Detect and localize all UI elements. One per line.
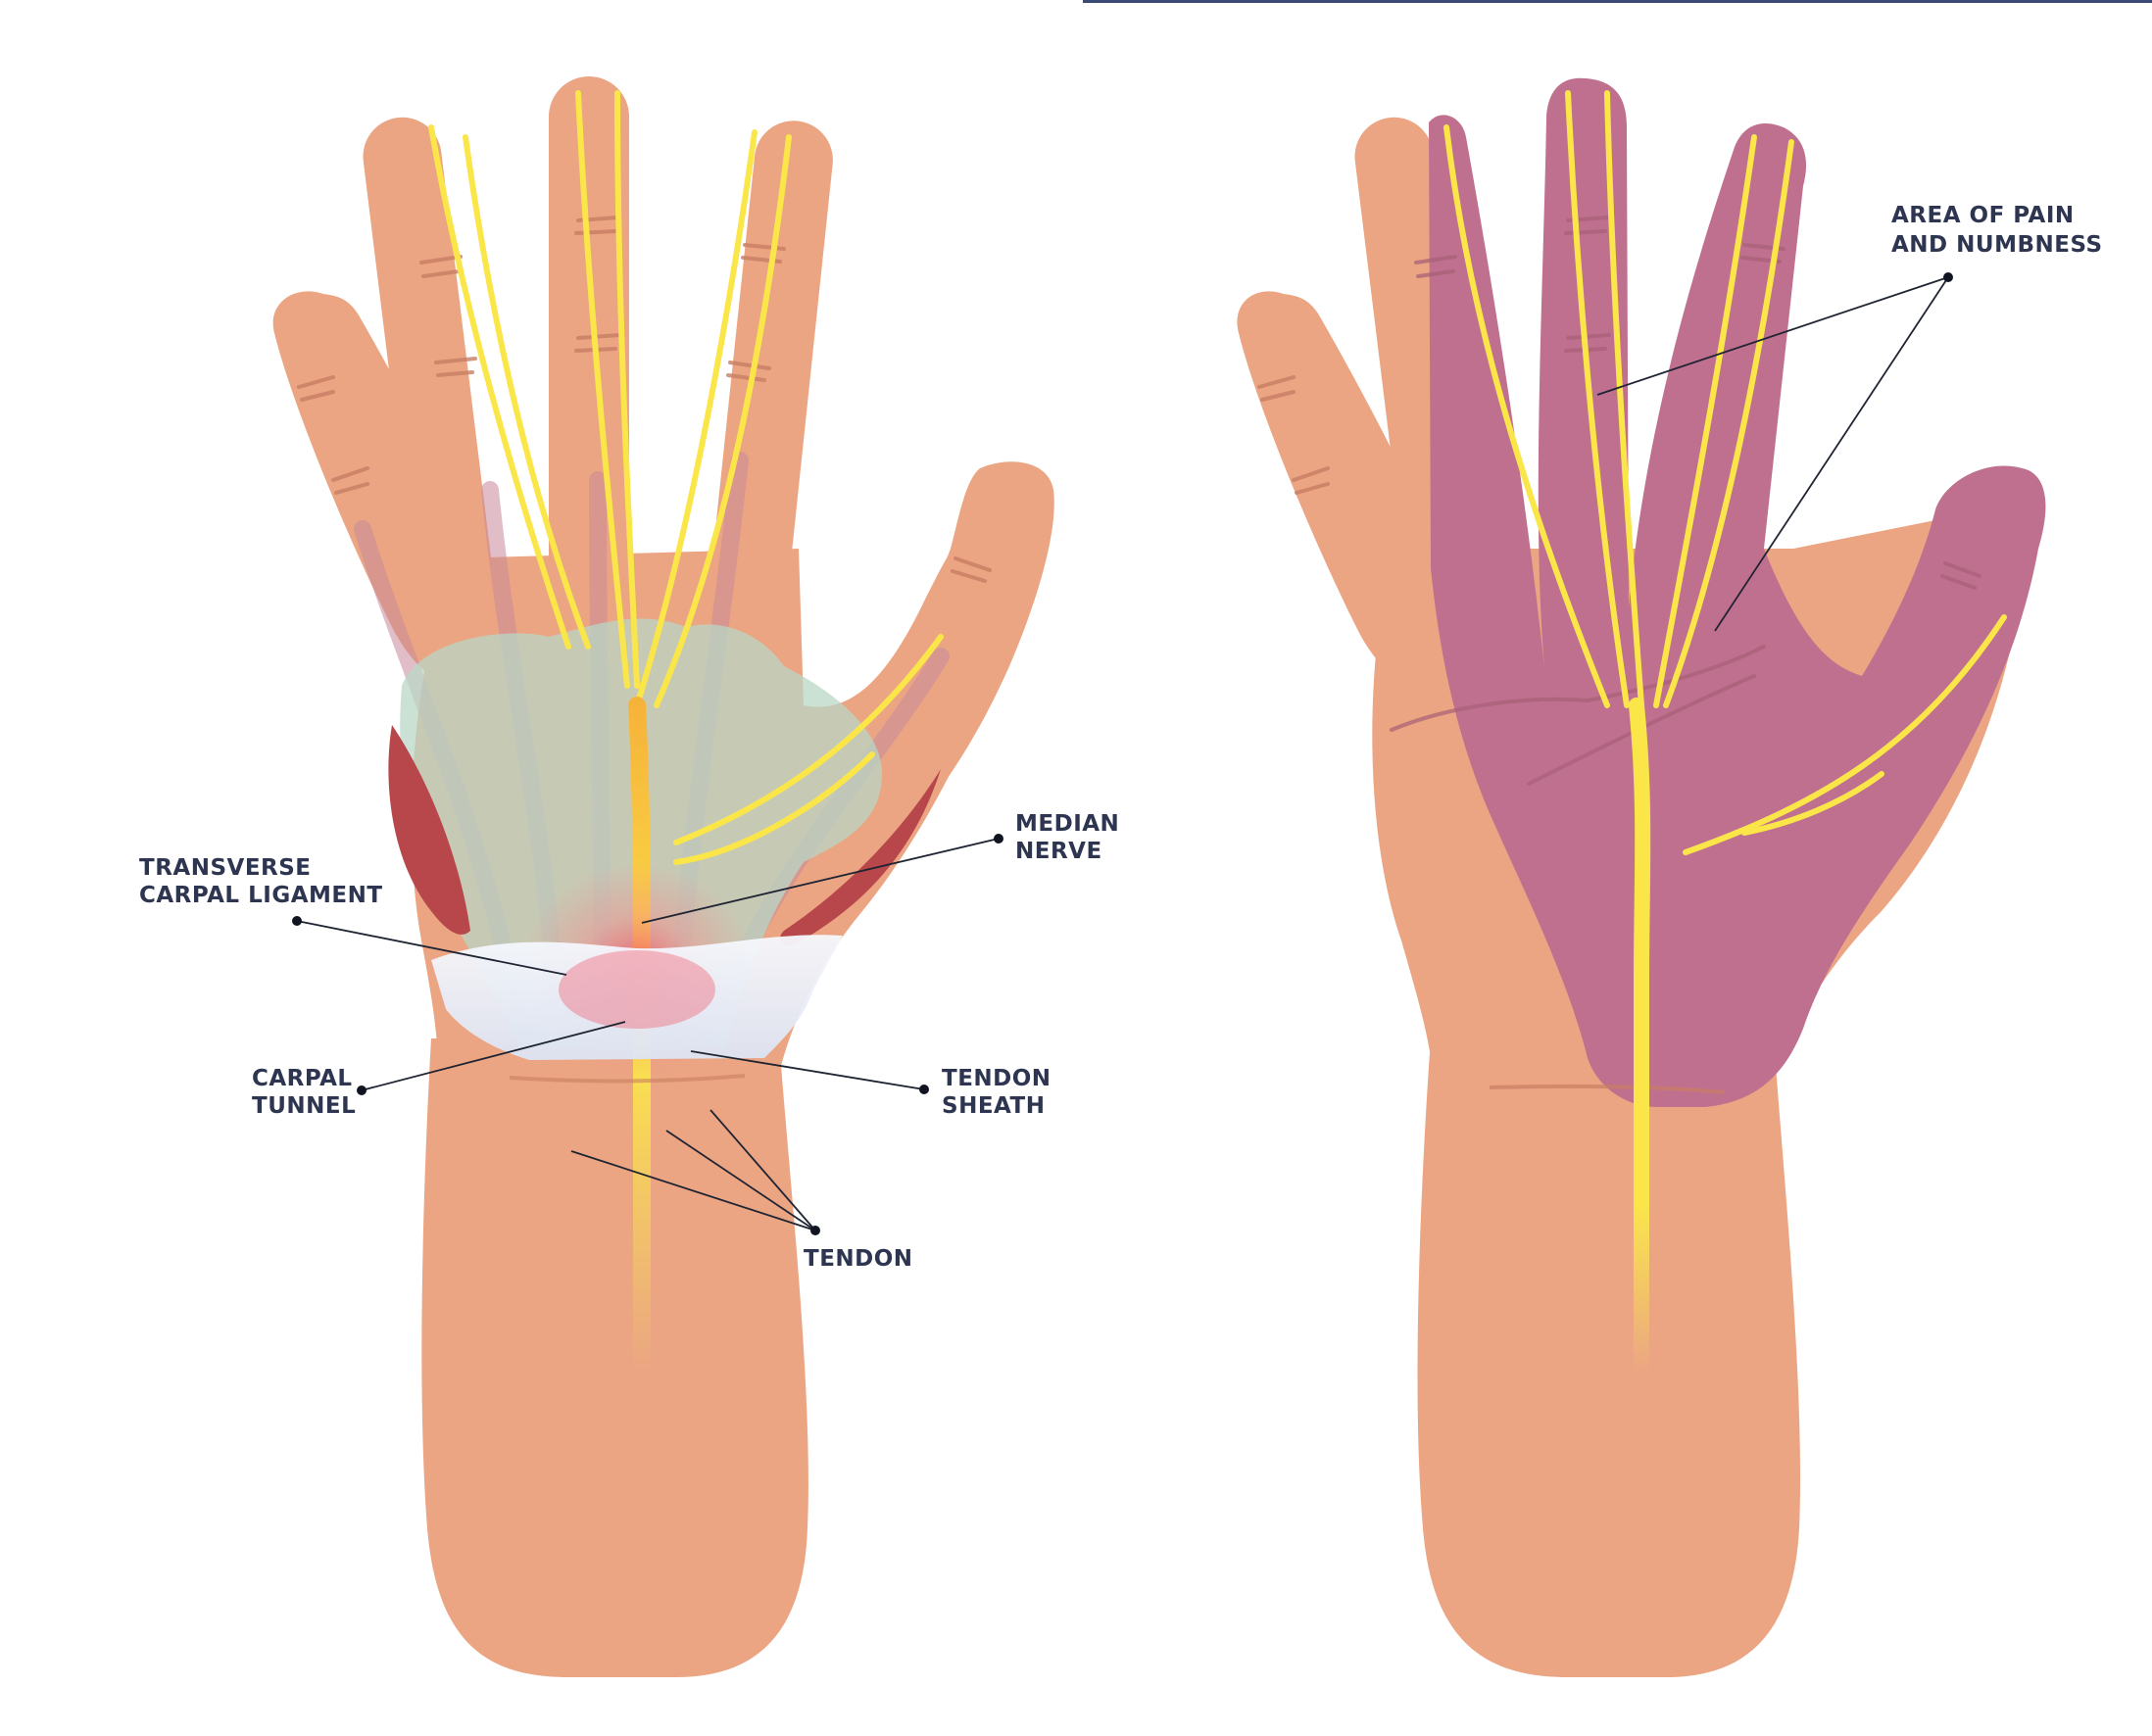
right-forearm: [1418, 1038, 1801, 1677]
dot-median-nerve: [994, 834, 1003, 844]
dot-transverse-ligament: [292, 916, 302, 926]
dot-tendon: [810, 1226, 820, 1235]
label-carpal-tunnel-line1: CARPAL: [252, 1066, 353, 1091]
left-ligament-glow: [559, 950, 715, 1029]
label-median-nerve-line1: MEDIAN: [1015, 811, 1119, 837]
label-median-nerve-line2: NERVE: [1015, 839, 1102, 864]
label-transverse-ligament-line2: CARPAL LIGAMENT: [139, 883, 383, 908]
label-tendon: TENDON: [804, 1246, 913, 1272]
right-hand-numbness: [1237, 78, 2045, 1677]
label-tendon-sheath-line2: SHEATH: [942, 1093, 1045, 1119]
label-area-of-pain-line1: AREA OF PAIN: [1891, 203, 2075, 228]
label-carpal-tunnel-line2: TUNNEL: [252, 1093, 356, 1119]
label-tendon-sheath-line1: TENDON: [942, 1066, 1052, 1091]
label-transverse-ligament-line1: TRANSVERSE: [139, 855, 312, 881]
dot-area-of-pain: [1943, 272, 1953, 282]
right-median-nerve-trunk: [1637, 705, 1642, 1372]
top-decor-bar: [1083, 0, 2152, 3]
left-hand-anatomy: [273, 76, 1054, 1677]
left-forearm: [421, 1038, 808, 1677]
dot-carpal-tunnel: [357, 1085, 367, 1095]
dot-tendon-sheath: [919, 1085, 929, 1094]
label-area-of-pain-line2: AND NUMBNESS: [1891, 232, 2103, 258]
